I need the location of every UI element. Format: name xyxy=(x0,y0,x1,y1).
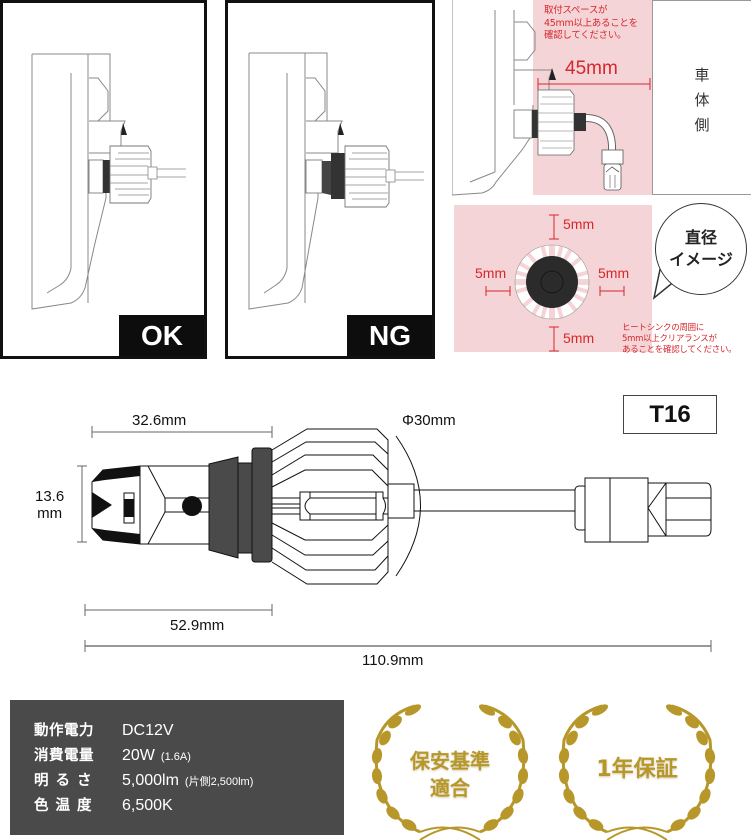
base-height-label: 13.6 mm xyxy=(35,488,65,522)
badge-one-year-warranty: 1年保証 xyxy=(552,700,722,840)
spec-row-power-consumption: 消費電量 20W (1.6A) xyxy=(34,747,191,764)
badge-safety-standard: 保安基準 適合 xyxy=(365,700,535,840)
base-length-label: 32.6mm xyxy=(132,412,187,429)
bulb-length-label: 52.9mm xyxy=(170,617,225,634)
front-clearance-illustration xyxy=(454,205,652,352)
top-clearance-label: 5mm xyxy=(563,216,595,232)
laurel-wreath-icon xyxy=(371,704,529,840)
clearance-front-view: 5mm 5mm 5mm 5mm ヒートシンクの周囲に 5mm以上クリアランスが … xyxy=(452,203,751,363)
headlight-housing-illustration-ok xyxy=(31,53,186,310)
speech-bubble-tail xyxy=(652,259,677,300)
install-example-ok: OK xyxy=(0,0,207,359)
left-clearance-label: 5mm xyxy=(475,265,507,281)
side-clearance-dimension: 45mm xyxy=(565,58,618,79)
socket-type-badge: T16 xyxy=(623,395,717,434)
verdict-badge-ok: OK xyxy=(119,315,204,356)
total-length-label: 110.9mm xyxy=(362,652,424,669)
laurel-wreath-icon xyxy=(558,704,716,840)
safety-standard-text: 保安基準 適合 xyxy=(410,749,490,800)
vehicle-body-side: 車 体 側 xyxy=(652,0,751,195)
spec-row-brightness: 明るさ 5,000lm (片側2,500lm) xyxy=(34,772,254,789)
warranty-text: 1年保証 xyxy=(596,757,678,782)
headlight-housing-illustration-ng xyxy=(248,52,424,310)
spec-row-operating-voltage: 動作電力 DC12V xyxy=(34,722,174,739)
bottom-clearance-label: 5mm xyxy=(563,330,595,346)
diameter-image-bubble: 直径 イメージ xyxy=(655,203,747,295)
front-clearance-note: ヒートシンクの周囲に 5mm以上クリアランスが あることを確認してください。 xyxy=(622,323,737,355)
heatsink-diameter-label: Φ30mm xyxy=(402,412,456,429)
side-clearance-illustration xyxy=(452,0,653,196)
side-clearance-note: 取付スペースが 45mm以上あることを 確認してください。 xyxy=(544,5,638,41)
install-example-ng: NG xyxy=(225,0,435,359)
verdict-badge-ng: NG xyxy=(347,315,432,356)
spec-row-color-temperature: 色温度 6,500K xyxy=(34,797,173,814)
clearance-side-view: 取付スペースが 45mm以上あることを 確認してください。 45mm xyxy=(452,0,751,197)
right-clearance-label: 5mm xyxy=(598,265,630,281)
bulb-dimension-drawing xyxy=(77,426,712,652)
spec-table: 動作電力 DC12V 消費電量 20W (1.6A) 明るさ 5,000lm (… xyxy=(10,700,344,835)
